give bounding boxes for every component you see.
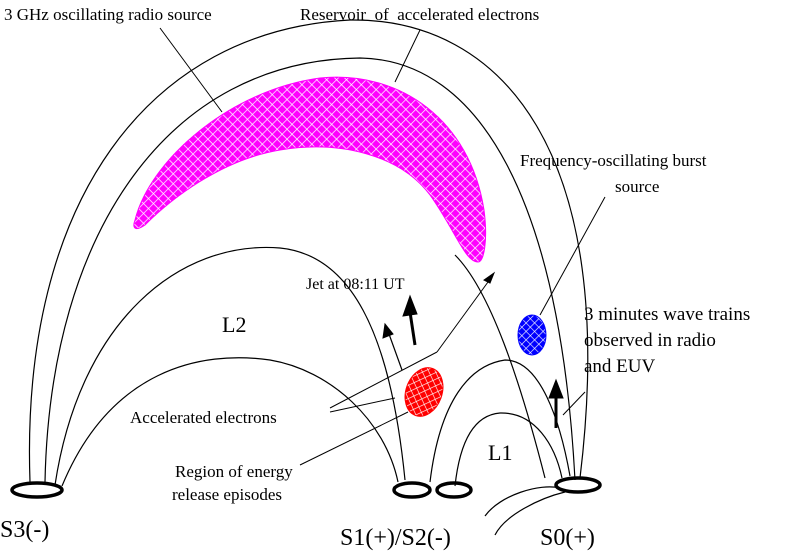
leader-accel-electrons-1 <box>329 351 438 409</box>
loop-medium-s0 <box>454 254 546 479</box>
burst-source-label-1: Frequency-oscillating burst <box>520 151 707 170</box>
outer-loop-2 <box>44 57 576 483</box>
footpoint-s3-label: S3(-) <box>0 517 49 543</box>
footpoint-s0-label: S0(+) <box>540 525 595 551</box>
leader-burst-source <box>539 196 606 316</box>
jet-arrowhead <box>402 294 418 317</box>
wave-trains-label-3: and EUV <box>584 356 656 377</box>
footpoint-s3-ring <box>10 481 64 499</box>
energy-release-label-2: release episodes <box>172 485 282 504</box>
jet-arrow <box>408 311 417 346</box>
accelerated-electrons-label: Accelerated electrons <box>130 408 277 427</box>
leader-wave-trains <box>562 391 586 416</box>
jet-label: Jet at 08:11 UT <box>306 276 405 293</box>
wave-trains-arrowhead <box>548 378 564 399</box>
leader-reservoir <box>394 29 421 83</box>
line-below-s0-2 <box>494 491 566 536</box>
radio-source-label: 3 GHz oscillating radio source <box>4 5 212 24</box>
footpoint-s0-ring <box>554 476 602 494</box>
burst-source-region <box>517 314 547 356</box>
footpoint-s1-ring <box>392 481 432 499</box>
radio-source-region <box>133 76 487 263</box>
outer-loop-1 <box>28 19 589 483</box>
loop-l2 <box>54 246 406 486</box>
loop-inner-s3 <box>61 357 399 487</box>
leader-accel-electrons-2 <box>329 397 396 413</box>
accel-electrons-arrowhead <box>382 322 394 339</box>
leader-accel-to-arrow <box>436 281 489 353</box>
reservoir-label: Reservoir of accelerated electrons <box>300 5 539 24</box>
footpoint-s2-ring <box>435 481 473 499</box>
leader-energy-release <box>299 411 409 466</box>
loop-l1-inner <box>454 412 563 487</box>
loop-l1-outer <box>429 359 571 483</box>
accel-electrons-arrow <box>388 333 403 371</box>
footpoint-s1s2-label: S1(+)/S2(-) <box>340 525 451 551</box>
loop-l1-label: L1 <box>488 440 512 465</box>
wave-trains-label-1: 3 minutes wave trains <box>584 304 750 325</box>
loop-l2-label: L2 <box>222 312 246 337</box>
energy-release-label-1: Region of energy <box>175 462 293 481</box>
line-below-s0-1 <box>484 486 561 517</box>
reservoir-arrowhead <box>483 271 496 284</box>
wave-trains-label-2: observed in radio <box>584 330 716 351</box>
burst-source-label-2: source <box>615 177 659 196</box>
energy-release-region <box>404 367 444 417</box>
leader-radio-source <box>159 27 223 113</box>
